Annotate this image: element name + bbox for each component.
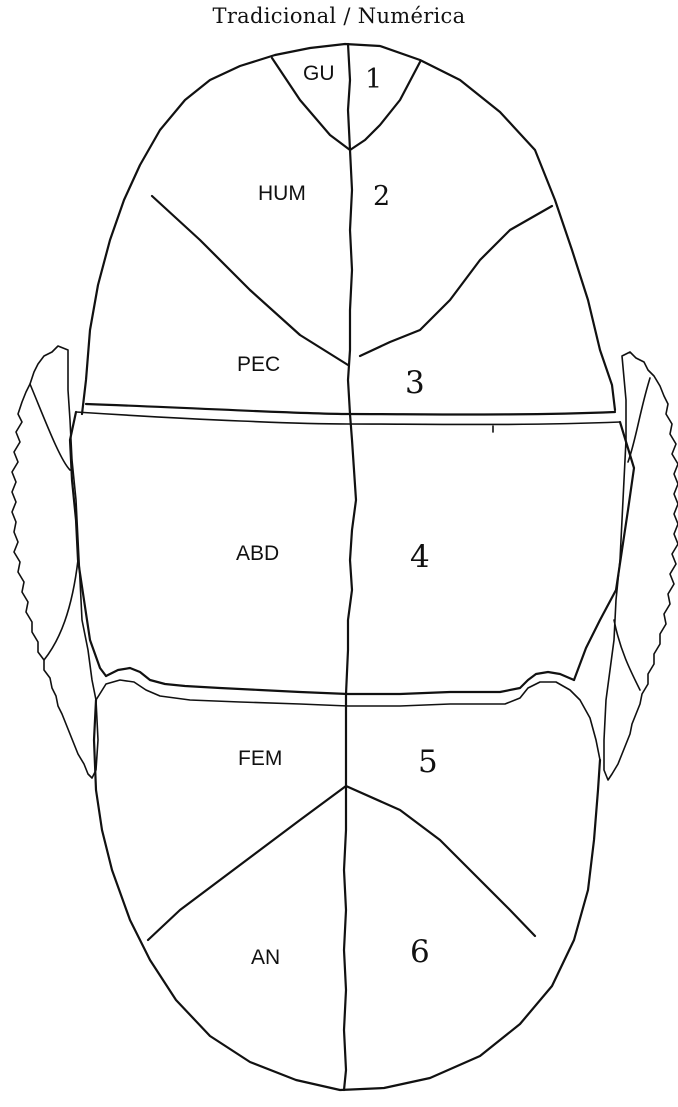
number-4: 4 [410, 539, 430, 575]
label-abd: ABD [236, 542, 279, 565]
number-5: 5 [418, 744, 438, 780]
label-fem: FEM [238, 747, 282, 770]
number-3: 3 [405, 365, 425, 401]
label-pec: PEC [237, 353, 280, 376]
label-an: AN [251, 946, 280, 969]
abdominal-outline [70, 412, 106, 676]
number-6: 6 [410, 934, 430, 970]
right-bridge-flap [604, 352, 678, 780]
midline-seam [344, 44, 356, 1090]
label-hum: HUM [258, 182, 306, 205]
label-gu: GU [303, 62, 335, 85]
number-2: 2 [373, 181, 390, 212]
left-bridge-flap [12, 346, 98, 778]
number-1: 1 [365, 64, 382, 95]
